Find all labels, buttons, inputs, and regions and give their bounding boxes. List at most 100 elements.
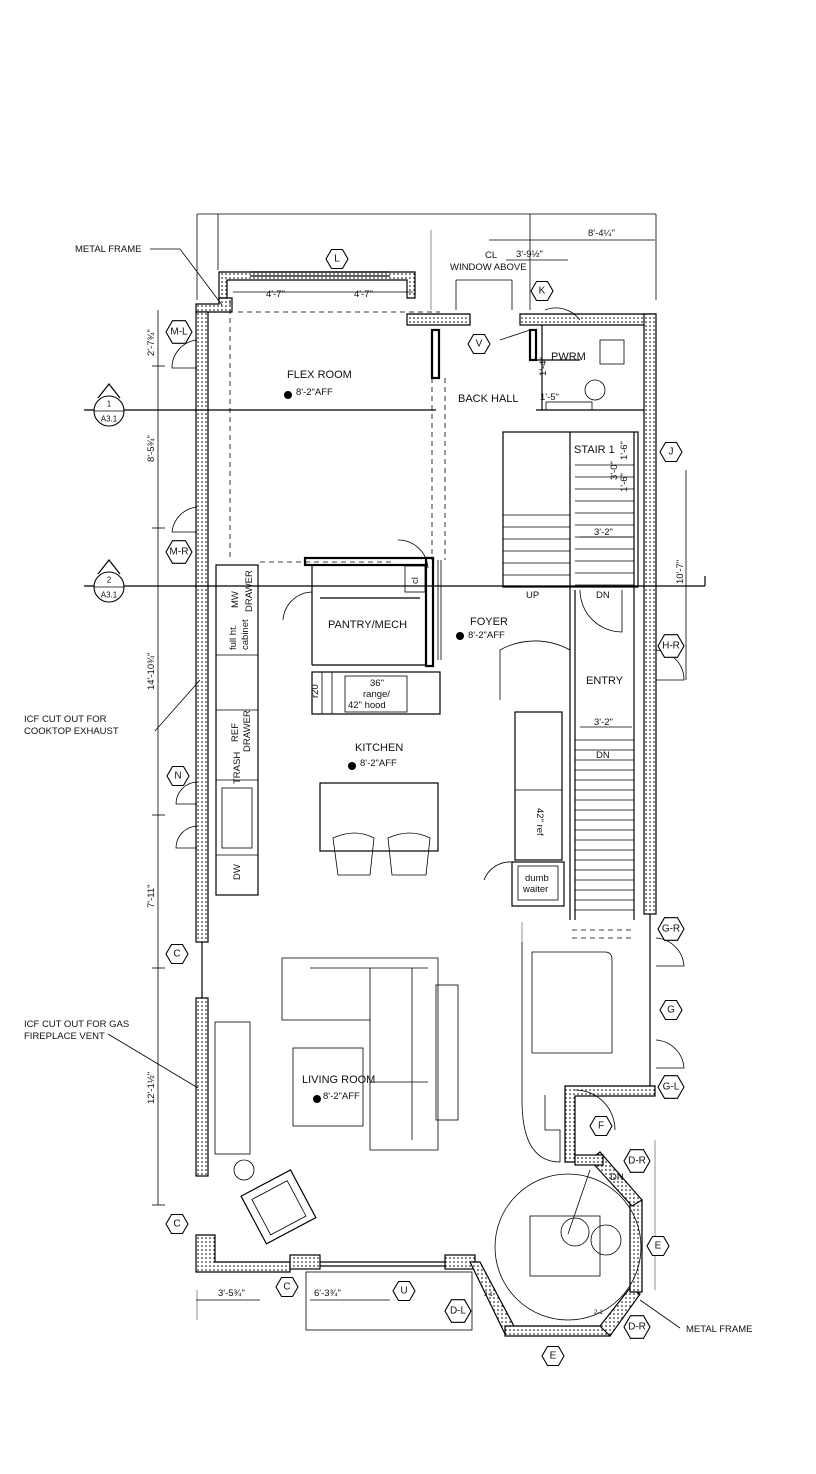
- dim-stair-3: 3'-0": [609, 461, 620, 480]
- dim-bottom-1: 3'-5¾": [218, 1288, 245, 1299]
- window-tag-c1: C: [173, 949, 180, 960]
- dim-top-right: 4'-7": [354, 289, 373, 300]
- label-ref-42: 42" ref: [534, 808, 545, 836]
- elevation-living: 8'-2"AFF: [323, 1091, 360, 1102]
- doors: [171, 279, 685, 1131]
- mark-2-1-b: 2-1: [594, 1310, 603, 1316]
- window-tag-hexagon: [530, 280, 554, 302]
- label-trash: TRASH: [232, 752, 243, 784]
- room-flex-room: FLEX ROOM: [287, 369, 352, 381]
- section-2-number: 2: [107, 576, 112, 585]
- note-icf-cooktop-line2: COOKTOP EXHAUST: [24, 726, 119, 737]
- dim-stair-w2: 3'-2": [594, 717, 613, 728]
- dimension-lines: [152, 239, 687, 1331]
- section-1-number: 1: [107, 400, 112, 409]
- note-window-above: WINDOW ABOVE: [450, 262, 527, 273]
- window-tag-hexagon: [657, 634, 685, 658]
- window-tag-hexagon: [657, 917, 685, 941]
- room-entry: ENTRY: [586, 675, 624, 687]
- label-full-ht: full ht.: [228, 625, 239, 650]
- label-dn-3: DN: [610, 1172, 624, 1183]
- kitchen-cabinets: [215, 564, 259, 896]
- dim-stair-6a: 1'-6": [619, 441, 630, 460]
- window-tag-hexagon: [444, 1299, 472, 1323]
- window-tag-hexagon: [275, 1276, 299, 1298]
- exterior-walls: [195, 271, 657, 1337]
- section-2-sheet: A3.1: [101, 591, 118, 600]
- window-tag-hexagon: [589, 1115, 613, 1137]
- window-tag-gl: G-L: [663, 1082, 680, 1093]
- window-tag-hr: H-R: [662, 641, 680, 652]
- room-stair: STAIR 1: [574, 444, 615, 456]
- window-tag-v: V: [476, 339, 483, 350]
- window-tag-c3: C: [283, 1282, 290, 1293]
- dim-pwrm-2: 1'-5": [540, 392, 559, 403]
- dim-side-1: 2'-7¾": [146, 329, 157, 356]
- window-tag-hexagon: [392, 1280, 416, 1302]
- section-1-sheet: A3.1: [101, 415, 118, 424]
- window-tag-e2: E: [550, 1351, 557, 1362]
- window-tag-hexagon: [623, 1149, 651, 1173]
- room-pantry: PANTRY/MECH: [328, 619, 407, 631]
- label-cabinet: cabinet: [240, 619, 251, 650]
- label-ref: REF: [230, 723, 241, 742]
- dim-side-5: 12'-1½": [146, 1072, 157, 1104]
- window-tag-hexagon: [659, 999, 683, 1021]
- label-closet: cl: [410, 577, 421, 584]
- note-icf-cooktop-line1: ICF CUT OUT FOR: [24, 714, 107, 725]
- window-tag-hexagon: [541, 1345, 565, 1367]
- dim-window-offset: 3'-9½": [516, 249, 543, 260]
- dim-stair-6b: 1'-6": [619, 473, 630, 492]
- reference-lines: [196, 213, 657, 1320]
- label-waiter: waiter: [522, 884, 548, 895]
- window-tag-f: F: [598, 1121, 604, 1132]
- room-kitchen: KITCHEN: [355, 742, 403, 754]
- room-living: LIVING ROOM: [302, 1074, 375, 1086]
- section-cut-lines: [84, 409, 706, 587]
- leader-lines: [107, 248, 681, 1329]
- elevation-kitchen: 8'-2"AFF: [360, 758, 397, 769]
- label-drawer-2: DRAWER: [242, 710, 253, 752]
- room-pwrm: PWRM: [551, 351, 586, 363]
- living-furniture: [214, 339, 642, 1321]
- window-tag-hexagon: [325, 248, 349, 270]
- window-tag-g: G: [667, 1005, 675, 1016]
- note-metal-frame-top: METAL FRAME: [75, 244, 142, 255]
- window-tag-hexagon: [165, 540, 193, 564]
- window-tag-hexagon: [659, 441, 683, 463]
- section-marker-1: 1 A3.1: [93, 383, 125, 427]
- window-tag-ml: M-L: [170, 327, 188, 338]
- label-range-3: 42" hood: [348, 700, 386, 711]
- window-tag-e1: E: [655, 1241, 662, 1252]
- note-metal-frame-bottom: METAL FRAME: [686, 1324, 753, 1335]
- window-tag-k: K: [539, 286, 546, 297]
- window-tag-u: U: [400, 1286, 407, 1297]
- window-tag-gr: G-R: [662, 924, 680, 935]
- room-foyer: FOYER: [470, 616, 508, 628]
- label-dn-2: DN: [596, 750, 610, 761]
- dim-side-4: 7'-11": [146, 885, 157, 909]
- dashed-lines: [229, 300, 634, 939]
- dim-overall-top: 8'-4¼": [588, 228, 615, 239]
- window-tag-n: N: [174, 771, 181, 782]
- label-dw: DW: [232, 864, 243, 880]
- label-dumb: dumb: [525, 873, 549, 884]
- note-icf-gas-line1: ICF CUT OUT FOR GAS: [24, 1019, 129, 1030]
- window-tag-c2: C: [173, 1219, 180, 1230]
- window-tag-l: L: [334, 254, 340, 265]
- elevation-markers: [284, 391, 464, 1103]
- label-range-2: range/: [363, 689, 390, 700]
- note-icf-gas-line2: FIREPLACE VENT: [24, 1031, 105, 1042]
- window-tag-hexagon: [165, 320, 193, 344]
- label-r20: r20: [310, 684, 321, 698]
- window-tag-hexagon: [165, 1213, 189, 1235]
- elevation-foyer: 8'-2"AFF: [468, 630, 505, 641]
- dim-side-3: 14'-10¾": [146, 653, 157, 690]
- window-tag-hexagon: [657, 1075, 685, 1099]
- window-tag-dr1: D-R: [628, 1156, 646, 1167]
- kitchen-island: [319, 782, 439, 876]
- label-dn-1: DN: [596, 590, 610, 601]
- elevation-flex: 8'-2"AFF: [296, 387, 333, 398]
- label-up: UP: [526, 590, 539, 601]
